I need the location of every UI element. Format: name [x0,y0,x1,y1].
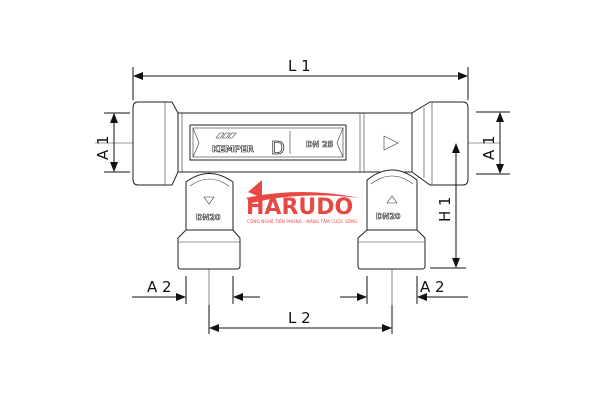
left-branch [177,173,241,270]
flow-down-icon [203,196,215,205]
brand-marking: KEMPER [212,145,254,155]
svg-text:L 2: L 2 [288,309,311,327]
dimension-a2-left: A 2 [132,276,260,304]
flow-direction-icon [383,135,399,151]
d-symbol: D [271,138,285,159]
harudo-watermark-logo: HARUDO CÔNG NGHỆ TIÊN PHONG - NÂNG TẦM C… [246,180,360,225]
dimension-l1: L 1 [132,57,469,100]
svg-text:A 1: A 1 [94,135,112,160]
dimension-h1: H 1 [430,143,466,269]
dimension-a1-right: A 1 [476,111,510,175]
dimension-l2: L 2 [208,305,393,334]
svg-text:CÔNG NGHỆ TIÊN PHONG - NÂNG TẦ: CÔNG NGHỆ TIÊN PHONG - NÂNG TẦM CUỘC SỐN… [247,217,358,225]
svg-text:H 1: H 1 [436,196,454,222]
svg-text:A 2: A 2 [147,278,172,296]
tee-fitting-body [132,101,469,186]
right-branch [357,169,426,270]
flow-up-icon [386,195,398,204]
svg-text:L 1: L 1 [288,57,311,75]
svg-text:A 2: A 2 [420,278,445,296]
svg-text:HARUDO: HARUDO [246,195,353,220]
left-branch-size: DN20 [196,213,221,222]
kemper-logo-icon [215,132,237,139]
dimension-a2-right: A 2 [340,276,468,304]
right-branch-size: DN20 [376,212,401,221]
svg-text:A 1: A 1 [480,135,498,160]
dimension-a1-left: A 1 [94,112,130,173]
main-size-marking: DN 25 [306,140,334,149]
